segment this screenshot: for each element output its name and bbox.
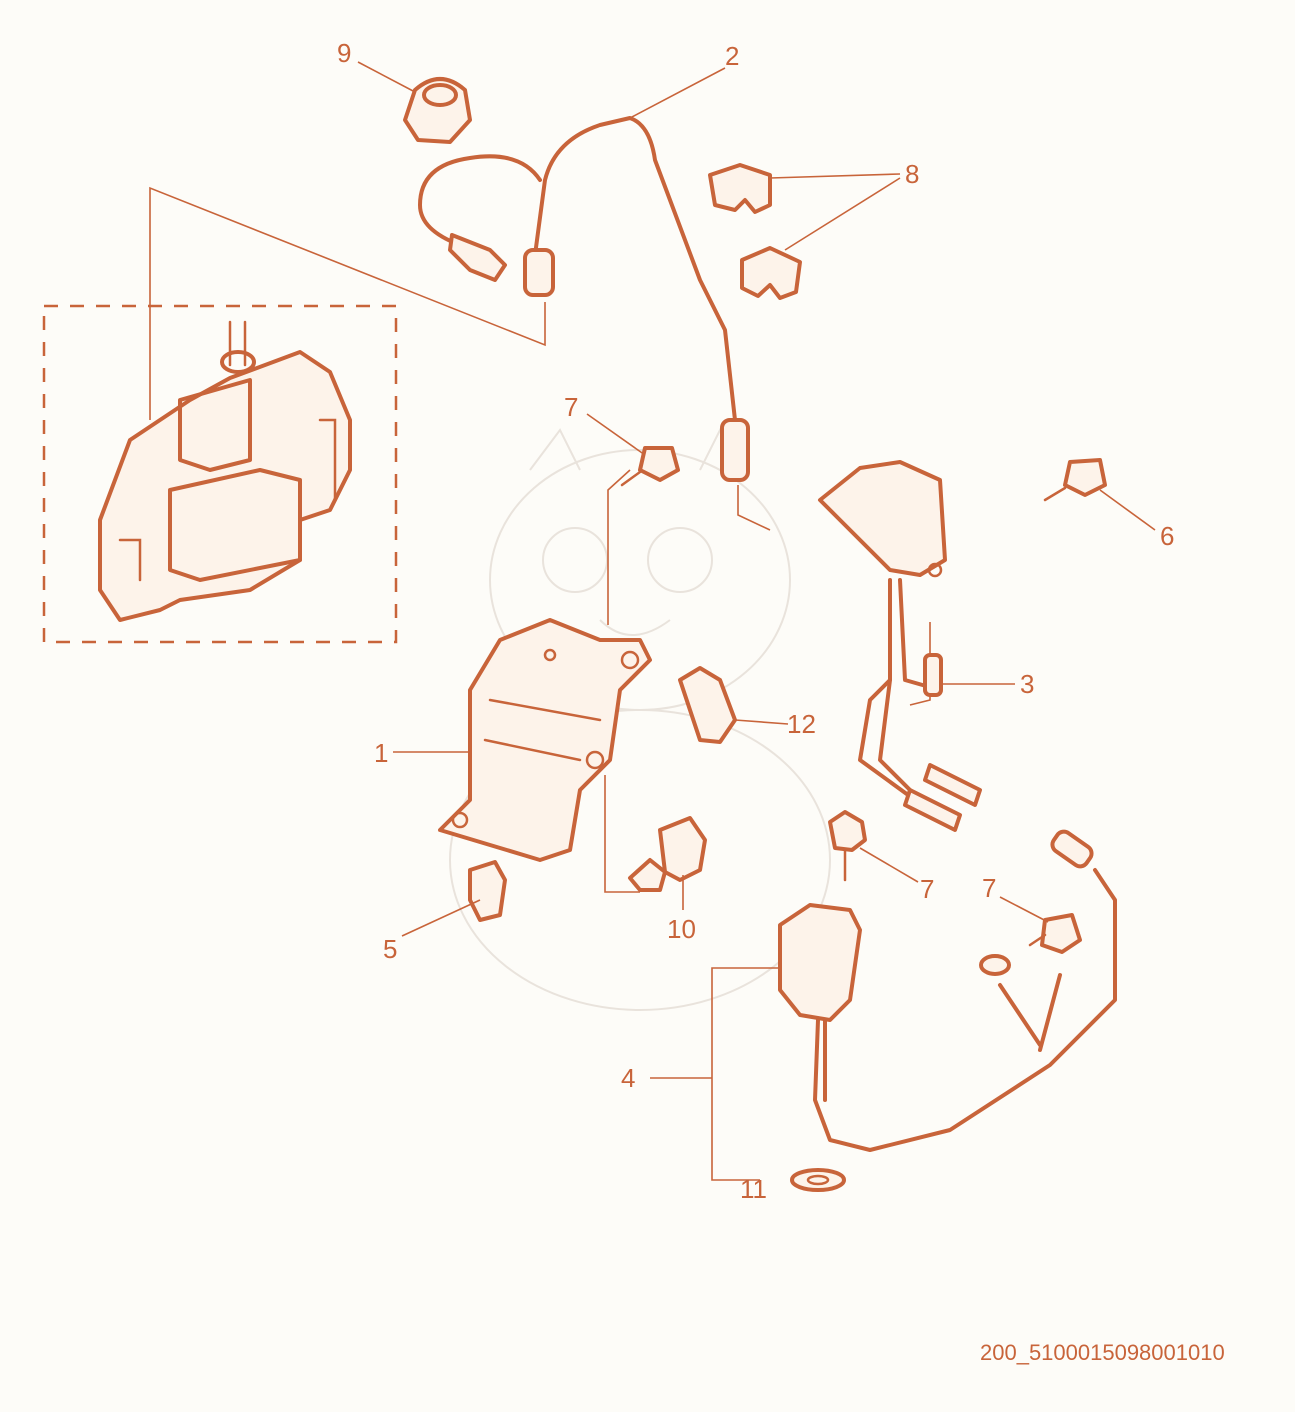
callout-7-upper: 7 xyxy=(564,392,578,422)
drawing-code: 200_5100015098001010 xyxy=(980,1340,1225,1365)
callout-11: 11 xyxy=(740,1174,767,1204)
watermark-mascot xyxy=(449,427,831,1011)
bolt-part-7-right xyxy=(1028,913,1082,954)
clip-part-8-upper xyxy=(708,163,772,214)
assembly-lines xyxy=(149,186,931,1181)
clip-part-8-lower xyxy=(740,246,802,300)
sensor-part-4 xyxy=(778,829,1117,1152)
callout-4: 4 xyxy=(621,1063,635,1093)
lead-harness-part-3 xyxy=(858,578,982,832)
clip-part-12 xyxy=(678,666,737,744)
bolt-part-7-middle xyxy=(828,810,867,882)
clip-part-9 xyxy=(403,77,472,144)
ignition-coil xyxy=(98,320,352,622)
bolt-part-6 xyxy=(1043,458,1107,502)
callout-7-right: 7 xyxy=(982,873,996,903)
callout-5: 5 xyxy=(383,934,397,964)
callout-1: 1 xyxy=(374,738,388,768)
callout-6: 6 xyxy=(1160,521,1174,551)
callout-3: 3 xyxy=(1020,669,1034,699)
coil-dashed-frame xyxy=(42,304,398,644)
ht-lead-part-2 xyxy=(418,116,750,482)
callout-2: 2 xyxy=(725,41,739,71)
callout-9: 9 xyxy=(337,38,351,68)
clip-part-10 xyxy=(628,816,707,892)
callout-leaders xyxy=(357,61,1156,1079)
callout-8: 8 xyxy=(905,159,919,189)
callout-12: 12 xyxy=(787,709,816,739)
clip-part-5 xyxy=(468,860,507,922)
callout-10: 10 xyxy=(667,914,696,944)
bracket-part-1 xyxy=(438,460,947,862)
washer-part-11 xyxy=(790,1168,846,1192)
callout-7-middle: 7 xyxy=(920,874,934,904)
bolt-part-7-upper xyxy=(620,446,680,487)
